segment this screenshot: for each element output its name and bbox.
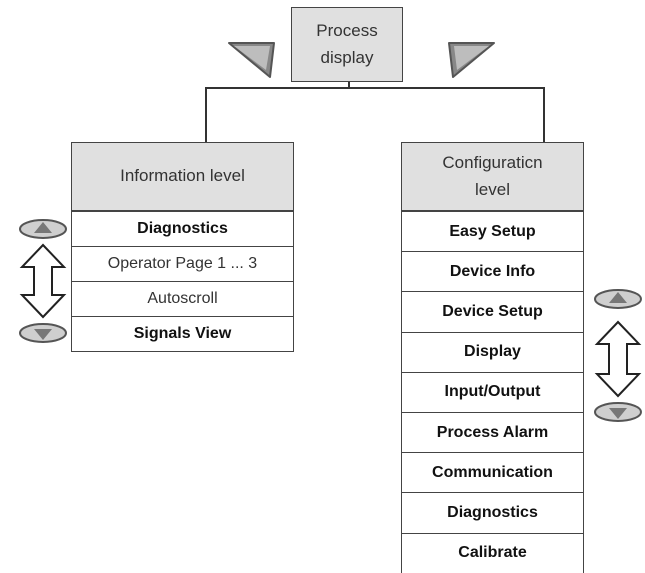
down-arrow-key-icon[interactable] (18, 322, 68, 344)
config-item-calibrate[interactable]: Calibrate (402, 532, 583, 573)
configuration-level-menu: Easy Setup Device Info Device Setup Disp… (401, 211, 584, 573)
process-display-box[interactable]: Process display (291, 7, 403, 82)
process-display-line2: display (320, 47, 374, 67)
information-level-menu: Diagnostics Operator Page 1 ... 3 Autosc… (71, 211, 294, 352)
config-item-device-info[interactable]: Device Info (402, 251, 583, 291)
configuration-level-header: Configuraticn level (401, 142, 584, 211)
configuration-level-title-line2: level (475, 179, 510, 199)
info-item-diagnostics[interactable]: Diagnostics (72, 211, 293, 246)
info-item-autoscroll[interactable]: Autoscroll (72, 281, 293, 316)
left-arrow-key-icon[interactable] (226, 40, 276, 80)
config-item-display[interactable]: Display (402, 331, 583, 372)
connector-right-drop (543, 87, 545, 142)
connector-stem (348, 82, 350, 88)
information-level-title: Information level (120, 166, 245, 186)
down-arrow-key-icon[interactable] (593, 401, 643, 423)
configuration-level-title-line1: Configuraticn (442, 153, 543, 173)
config-item-device-setup[interactable]: Device Setup (402, 291, 583, 331)
config-item-input-output[interactable]: Input/Output (402, 371, 583, 412)
connector-left-drop (205, 87, 207, 142)
config-item-communication[interactable]: Communication (402, 452, 583, 492)
connector-horizontal (205, 87, 545, 89)
information-level-header: Information level (71, 142, 294, 211)
info-item-signals-view[interactable]: Signals View (72, 316, 293, 351)
double-arrow-icon (19, 243, 67, 319)
right-arrow-key-icon[interactable] (447, 40, 497, 80)
up-arrow-key-icon[interactable] (593, 288, 643, 310)
config-item-easy-setup[interactable]: Easy Setup (402, 211, 583, 251)
up-arrow-key-icon[interactable] (18, 218, 68, 240)
config-item-diagnostics[interactable]: Diagnostics (402, 492, 583, 532)
process-display-line1: Process (316, 21, 378, 41)
double-arrow-icon (594, 320, 642, 398)
config-item-process-alarm[interactable]: Process Alarm (402, 411, 583, 452)
info-item-operator-page[interactable]: Operator Page 1 ... 3 (72, 246, 293, 281)
